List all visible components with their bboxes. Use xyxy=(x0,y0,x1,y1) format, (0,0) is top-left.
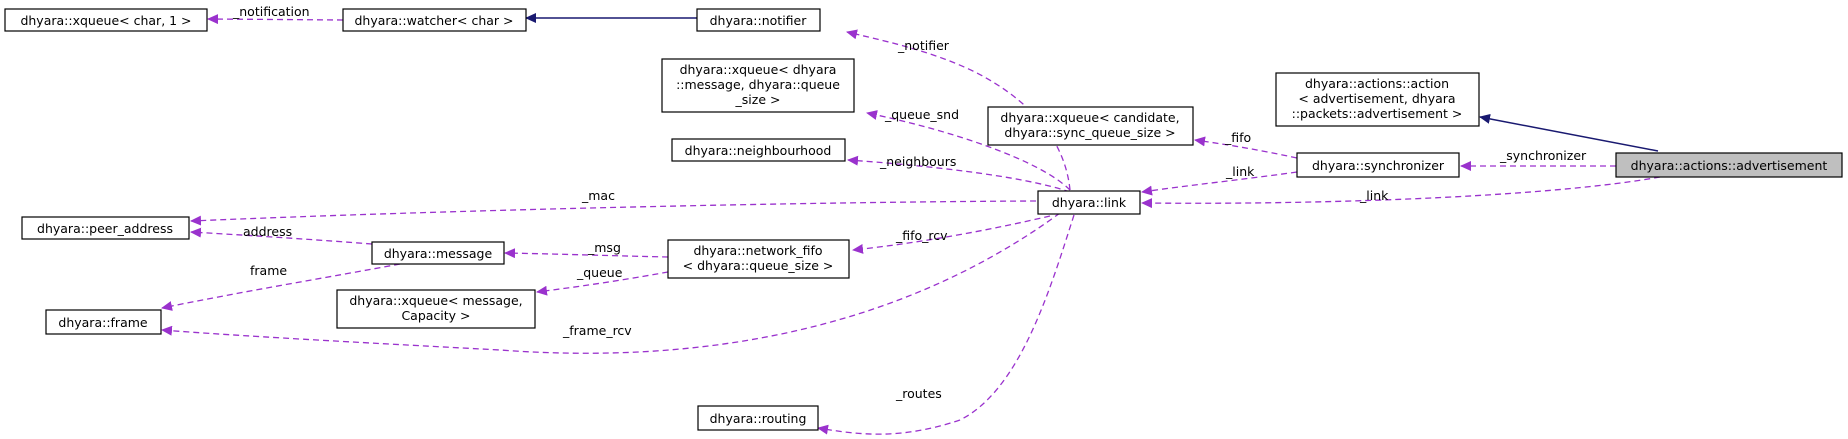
edge-label-link-adv: _link xyxy=(1359,188,1389,203)
svg-text:::message, dhyara::queue: ::message, dhyara::queue xyxy=(676,77,840,92)
edge-label-routes: _routes xyxy=(895,386,942,401)
edge-msg xyxy=(504,248,669,259)
svg-text:dhyara::watcher< char >: dhyara::watcher< char > xyxy=(354,13,513,28)
edge-queue-snd xyxy=(866,110,1071,191)
node-xqueue-candidate[interactable]: dhyara::xqueue< candidate, dhyara::sync_… xyxy=(987,106,1194,146)
node-xqueue-char[interactable]: dhyara::xqueue< char, 1 > xyxy=(4,8,208,32)
edge-label-notifier: _notifier xyxy=(897,38,950,53)
svg-text:dhyara::neighbourhood: dhyara::neighbourhood xyxy=(685,143,832,158)
node-neighbourhood[interactable]: dhyara::neighbourhood xyxy=(671,138,846,162)
svg-text:dhyara::link: dhyara::link xyxy=(1052,195,1127,210)
edge-notification xyxy=(207,14,344,25)
edge-label-mac: _mac xyxy=(581,188,615,203)
edge-frame xyxy=(161,263,401,311)
edge-label-neighbours: _neighbours xyxy=(879,154,956,169)
node-advertisement[interactable]: dhyara::actions::advertisement xyxy=(1615,152,1843,178)
node-link[interactable]: dhyara::link xyxy=(1037,190,1141,215)
svg-text:dhyara::synchronizer: dhyara::synchronizer xyxy=(1312,158,1445,173)
edge-queue xyxy=(536,271,669,296)
edge-label-link-sync: _link xyxy=(1225,164,1255,179)
edge-labels: _notification _notifier _queue_snd _neig… xyxy=(232,4,1587,401)
svg-text:dhyara::xqueue< candidate,: dhyara::xqueue< candidate, xyxy=(1000,110,1179,125)
node-message[interactable]: dhyara::message xyxy=(371,241,505,265)
svg-text:_size >: _size > xyxy=(735,92,781,107)
edge-label-queue-snd: _queue_snd xyxy=(884,107,959,122)
edge-label-frame-rcv: _frame_rcv xyxy=(562,323,632,338)
svg-text:dhyara::notifier: dhyara::notifier xyxy=(710,13,808,28)
svg-text:dhyara::actions::action: dhyara::actions::action xyxy=(1305,76,1449,91)
node-routing[interactable]: dhyara::routing xyxy=(697,405,819,431)
node-notifier[interactable]: dhyara::notifier xyxy=(696,8,821,32)
svg-text:dhyara::sync_queue_size >: dhyara::sync_queue_size > xyxy=(1004,125,1175,140)
node-xqueue-message-capacity[interactable]: dhyara::xqueue< message, Capacity > xyxy=(336,289,536,329)
edge-label-frame: frame xyxy=(250,263,287,278)
node-frame[interactable]: dhyara::frame xyxy=(45,309,162,335)
node-action-advertisement[interactable]: dhyara::actions::action < advertisement,… xyxy=(1275,72,1480,127)
edge-link-adv xyxy=(1141,176,1661,209)
svg-text:< advertisement, dhyara: < advertisement, dhyara xyxy=(1298,91,1455,106)
edge-address xyxy=(190,227,373,245)
edge-label-notification: _notification xyxy=(232,4,310,19)
edge-action-to-advertisement xyxy=(1479,113,1659,152)
svg-text:dhyara::xqueue< dhyara: dhyara::xqueue< dhyara xyxy=(680,62,837,77)
node-synchronizer[interactable]: dhyara::synchronizer xyxy=(1296,152,1460,178)
edge-label-queue: _queue xyxy=(576,265,623,280)
svg-text:dhyara::peer_address: dhyara::peer_address xyxy=(37,221,173,236)
edge-label-synchronizer: _synchronizer xyxy=(1499,148,1587,163)
edge-fifo-rcv xyxy=(852,215,1051,254)
svg-text:Capacity >: Capacity > xyxy=(401,308,470,323)
svg-text:< dhyara::queue_size >: < dhyara::queue_size > xyxy=(683,258,834,273)
svg-text:dhyara::routing: dhyara::routing xyxy=(710,411,807,426)
svg-text:dhyara::frame: dhyara::frame xyxy=(58,315,148,330)
edge-label-fifo-rcv: _fifo_rcv xyxy=(895,228,948,243)
node-network-fifo[interactable]: dhyara::network_fifo < dhyara::queue_siz… xyxy=(667,239,850,279)
edge-link-sync xyxy=(1141,171,1298,196)
edge-label-msg: _msg xyxy=(587,240,621,255)
edge-neighbours xyxy=(847,155,1071,193)
edge-fifo xyxy=(1194,136,1298,159)
svg-text:dhyara::actions::advertisement: dhyara::actions::advertisement xyxy=(1631,158,1828,173)
edge-frame-rcv xyxy=(161,212,1061,354)
node-watcher-char[interactable]: dhyara::watcher< char > xyxy=(342,8,527,32)
nodes: dhyara::xqueue< char, 1 > dhyara::watche… xyxy=(4,8,1843,431)
svg-text:dhyara::network_fifo: dhyara::network_fifo xyxy=(693,243,822,258)
edge-label-fifo: _fifo xyxy=(1224,130,1251,145)
svg-text:dhyara::xqueue< char, 1 >: dhyara::xqueue< char, 1 > xyxy=(20,13,191,28)
node-xqueue-message-queue-size[interactable]: dhyara::xqueue< dhyara ::message, dhyara… xyxy=(661,58,855,113)
edges xyxy=(161,13,1661,435)
edge-mac xyxy=(190,200,1037,226)
edge-routes xyxy=(817,214,1075,435)
edge-label-address: address xyxy=(243,224,292,239)
node-peer-address[interactable]: dhyara::peer_address xyxy=(21,216,190,240)
svg-text:dhyara::message: dhyara::message xyxy=(384,246,493,261)
svg-text:::packets::advertisement >: ::packets::advertisement > xyxy=(1292,106,1463,121)
edge-notifier xyxy=(846,29,1071,191)
svg-text:dhyara::xqueue< message,: dhyara::xqueue< message, xyxy=(349,293,522,308)
